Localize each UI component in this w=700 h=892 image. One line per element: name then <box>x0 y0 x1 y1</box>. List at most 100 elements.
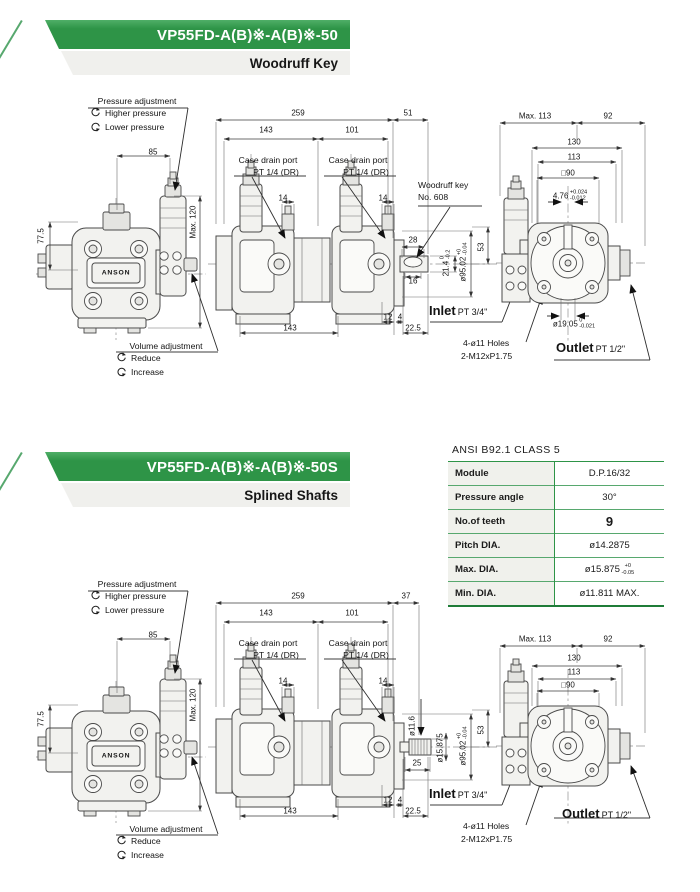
dim-259: 259 <box>291 591 305 601</box>
woodruff-key-label: Woodruff key <box>418 180 469 190</box>
dim-95-02: ø95.02+0-0.04 <box>457 242 470 281</box>
row-value: ø11.811 MAX. <box>554 581 664 606</box>
outlet-size: PT 1/2" <box>601 810 632 820</box>
row-value: 30° <box>554 485 664 510</box>
counterclockwise-arrow-icon <box>91 122 100 132</box>
section1-title-bar: VP55FD-A(B)※-A(B)※-50 <box>45 20 350 49</box>
dim-92: 92 <box>603 111 613 121</box>
counterclockwise-arrow-icon <box>117 367 126 377</box>
table-row: Max. DIA. ø15.875+0-0.05 <box>448 557 664 582</box>
dim-143-bottom: 143 <box>283 806 297 816</box>
dim-101: 101 <box>345 608 359 618</box>
dim-259: 259 <box>291 108 305 118</box>
dim-22-5: 22.5 <box>405 323 421 333</box>
teeth-count: 9 <box>605 514 614 529</box>
dim-37: 37 <box>401 591 411 601</box>
outlet-size: PT 1/2" <box>595 344 626 354</box>
dim-53: 53 <box>476 242 486 252</box>
dim-16: 16 <box>408 276 418 286</box>
increase-label: Increase <box>131 849 164 860</box>
section2-title: VP55FD-A(B)※-A(B)※-50S <box>146 458 338 476</box>
volume-adjustment-label: Volume adjustment <box>129 824 203 834</box>
dim-19-05-value: ø19.05 <box>552 319 578 329</box>
row-value: 9 <box>554 509 664 534</box>
case-drain-port-1-size: PT 1/4 (DR) <box>253 650 299 660</box>
pressure-adjustment-label: Pressure adjustment <box>97 96 177 106</box>
dim-19-05-tol-top: 0 <box>579 317 583 324</box>
higher-pressure-label: Higher pressure <box>105 590 167 601</box>
woodruff-key-number: No. 608 <box>418 192 449 202</box>
lower-pressure-row: Lower pressure <box>90 121 164 132</box>
row-label: Pitch DIA. <box>448 533 555 558</box>
dim-101: 101 <box>345 125 359 135</box>
clockwise-arrow-icon <box>117 835 126 845</box>
higher-pressure-label: Higher pressure <box>105 107 167 118</box>
reduce-label: Reduce <box>131 835 161 846</box>
brand-logo: ANSON <box>101 752 131 760</box>
inlet-size: PT 3/4" <box>457 790 488 800</box>
dim-4-76-value: 4.76 <box>552 191 569 201</box>
dim-12: 12 <box>383 312 393 322</box>
outlet-label: Outlet <box>556 340 594 355</box>
dim-143-bottom: 143 <box>283 323 297 333</box>
max-dia-tol-bottom: -0.05 <box>621 569 635 576</box>
spline-table-title: ANSI B92.1 CLASS 5 <box>452 444 561 456</box>
dim-143: 143 <box>259 125 273 135</box>
dim-22-5: 22.5 <box>405 806 421 816</box>
increase-label: Increase <box>131 366 164 377</box>
dim-19-05-tol-bottom: -0.021 <box>579 324 596 330</box>
dim-113: 113 <box>567 667 581 677</box>
row-value: ø14.2875 <box>554 533 664 558</box>
section2-drawing <box>0 573 700 892</box>
dim-max-120: Max. 120 <box>188 205 198 239</box>
dim-77-5: 77.5 <box>36 711 46 727</box>
dim-130: 130 <box>567 137 581 147</box>
table-row: Pressure angle 30° <box>448 485 664 510</box>
pressure-adjustment-label: Pressure adjustment <box>97 579 177 589</box>
section1-subtitle: Woodruff Key <box>249 55 338 71</box>
dim-77-5: 77.5 <box>36 228 46 244</box>
dim-95-02-value: ø95.02 <box>458 256 468 282</box>
case-drain-port-1-size: PT 1/4 (DR) <box>253 167 299 177</box>
case-drain-port-2-size: PT 1/4 (DR) <box>343 650 389 660</box>
reduce-row: Reduce <box>116 352 161 363</box>
dim-95-02-tol-bottom: -0.04 <box>463 242 469 256</box>
dim-85: 85 <box>148 147 158 157</box>
higher-pressure-row: Higher pressure <box>90 107 166 118</box>
clockwise-arrow-icon <box>91 107 100 117</box>
dim-4-76-tol-bottom: -0.012 <box>569 196 586 202</box>
lower-pressure-label: Lower pressure <box>105 121 165 132</box>
holes-label: 4-ø11 Holes <box>463 338 510 348</box>
case-drain-port-2-size: PT 1/4 (DR) <box>343 167 389 177</box>
case-drain-port-2-label: Case drain port <box>328 638 388 648</box>
inlet-label: Inlet <box>429 303 456 318</box>
case-drain-port-2-label: Case drain port <box>328 155 388 165</box>
inlet-label: Inlet <box>429 786 456 801</box>
dim-4-76: 4.76+0.024-0.012 <box>553 190 587 203</box>
spline-spec-table: ANSI B92.1 CLASS 5 Module D.P.16/32 Pres… <box>448 444 664 607</box>
section1-subtitle-bar: Woodruff Key <box>61 51 350 75</box>
dim-92: 92 <box>603 634 613 644</box>
lower-pressure-row: Lower pressure <box>90 604 164 615</box>
dim-square-90: □90 <box>561 680 575 690</box>
reduce-row: Reduce <box>116 835 161 846</box>
dim-12: 12 <box>383 795 393 805</box>
dim-14-a: 14 <box>278 676 288 686</box>
dim-4: 4 <box>397 795 403 805</box>
dim-14-a: 14 <box>278 193 288 203</box>
dim-11-6: ø11.6 <box>407 716 417 736</box>
dim-4-76-tol-top: +0.024 <box>569 189 588 196</box>
dim-25: 25 <box>412 758 422 768</box>
dim-15-875: ø15.875 <box>435 733 445 763</box>
section2-subtitle: Splined Shafts <box>244 487 338 503</box>
table-row: Pitch DIA. ø14.2875 <box>448 533 664 558</box>
volume-adjustment-label: Volume adjustment <box>129 341 203 351</box>
section1-title: VP55FD-A(B)※-A(B)※-50 <box>156 26 338 44</box>
dim-130: 130 <box>567 653 581 663</box>
